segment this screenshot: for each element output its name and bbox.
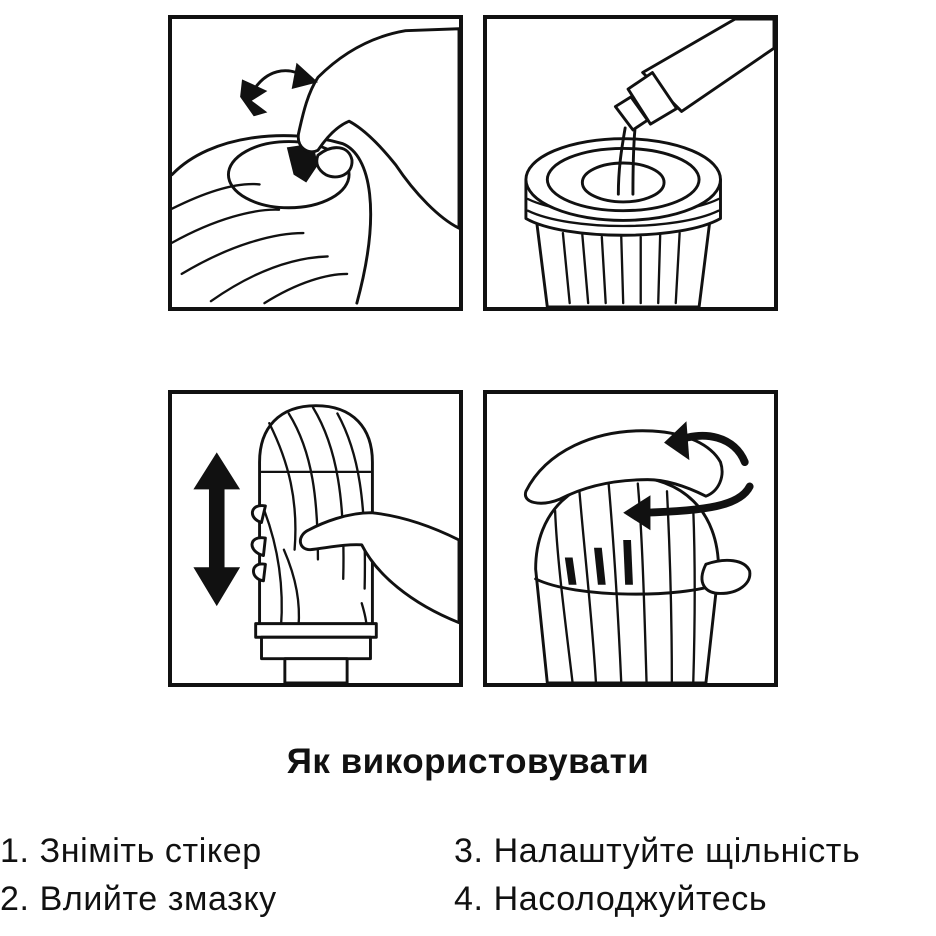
illustration-enjoy (483, 390, 778, 687)
adjust-tightness-icon (193, 404, 459, 683)
pour-lube-icon (524, 19, 774, 307)
step-2-text: 2. Влийте змазку (0, 880, 277, 918)
illustration-pour-lube (483, 15, 778, 311)
step-3-text: 3. Налаштуйте щільність (454, 832, 861, 870)
step-1-text: 1. Зніміть стікер (0, 832, 262, 870)
step-4-text: 4. Насолоджуйтесь (454, 880, 768, 918)
illustration-remove-sticker (168, 15, 463, 311)
enjoy-stroke-icon (524, 421, 754, 683)
illustration-adjust-tightness (168, 390, 463, 687)
page-title: Як використовувати (286, 742, 650, 781)
peel-sticker-icon (172, 27, 459, 305)
